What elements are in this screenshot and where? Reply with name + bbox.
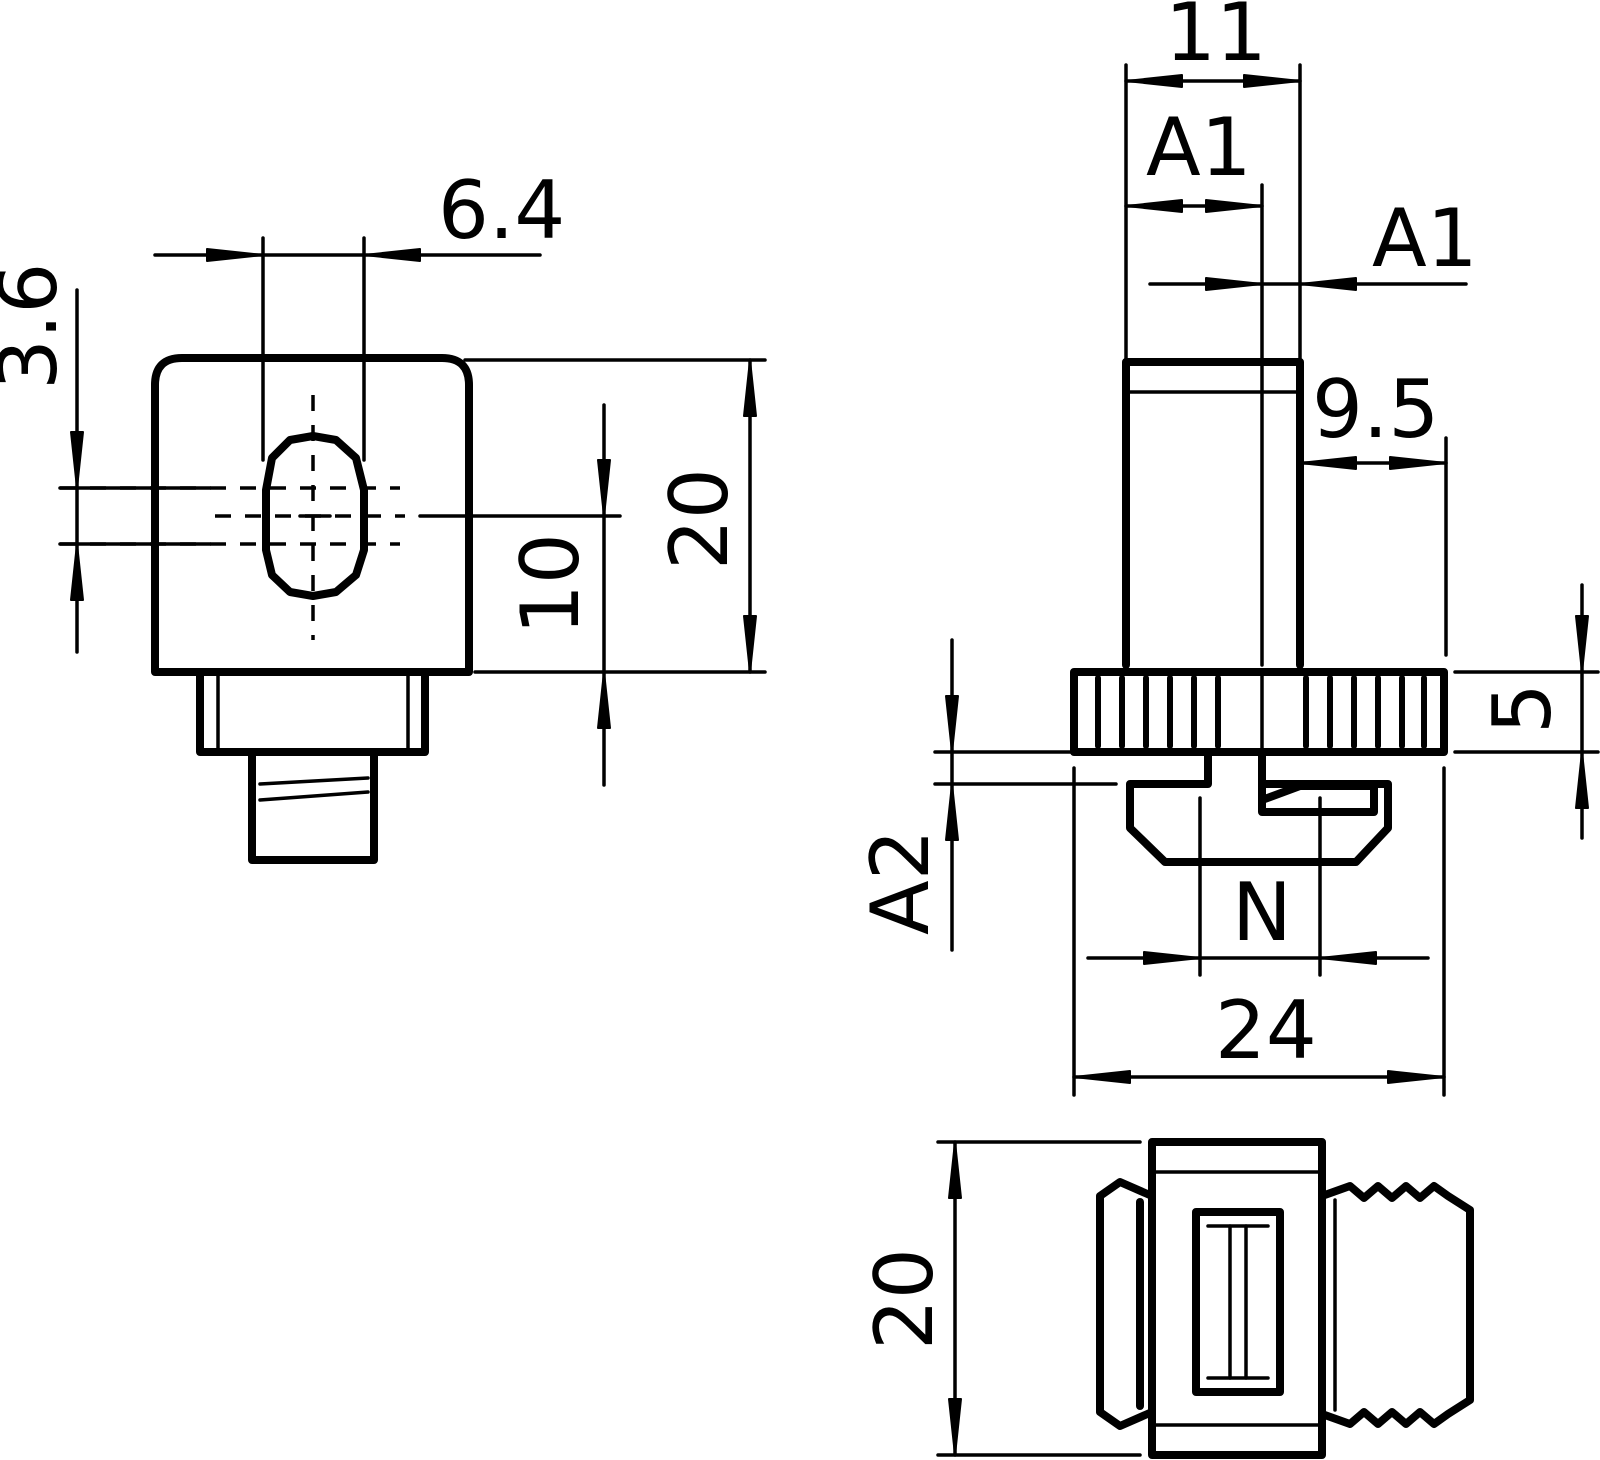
dim-a1-label: A1 [1146, 101, 1252, 194]
dim-n-label: N [1232, 866, 1292, 959]
dim-6.4-label: 6.4 [438, 164, 565, 257]
dim-9.5-arrow-right [1389, 456, 1447, 470]
dim-5-label: 5 [1476, 683, 1569, 734]
dim-n-arrow-right [1319, 951, 1377, 965]
dim-a1-arrow-right [1205, 199, 1263, 213]
dim-5-arrow-top [1575, 615, 1589, 673]
bottom-inner-slot [1192, 1208, 1284, 1396]
dim-11-arrow-left [1125, 74, 1183, 88]
front-thread-stub [248, 748, 378, 864]
front-view: 6.4 3.6 20 10 [0, 164, 767, 864]
knurl-lines [1095, 675, 1427, 749]
dim-20b-arrow-bottom [948, 1398, 962, 1456]
front-body-outline [151, 354, 473, 676]
dim-a1-right-arrow-left [1205, 277, 1263, 291]
dim-20b-arrow-top [948, 1141, 962, 1199]
dim-10-arrow-top [597, 459, 611, 517]
dim-a1-right-arrow-right [1299, 277, 1357, 291]
dim-20b-label: 20 [858, 1248, 951, 1350]
dim-a2-arrow-bottom [945, 783, 959, 841]
side-shaft-outline [1122, 358, 1304, 669]
front-slot-outline [262, 432, 368, 600]
dim-a1-arrow-left [1125, 199, 1183, 213]
side-view: 11 A1 A1 9.5 5 A2 N [854, 0, 1600, 1097]
dim-a1-right-label: A1 [1372, 192, 1478, 285]
front-lower-block [196, 668, 429, 756]
dim-10-arrow-bottom [597, 671, 611, 729]
dim-20-arrow-bottom [743, 615, 757, 673]
bottom-right-wing [1318, 1182, 1474, 1428]
dim-6.4-arrow-left [206, 248, 264, 262]
dim-20-arrow-top [743, 359, 757, 417]
dim-24-arrow-right [1387, 1070, 1445, 1084]
dim-3.6-arrow-bottom [70, 543, 84, 601]
dim-9.5-label: 9.5 [1312, 363, 1439, 456]
dim-a2-label: A2 [854, 829, 947, 935]
side-t-nut-inner [1258, 780, 1378, 816]
dim-11-label: 11 [1165, 0, 1267, 79]
bottom-view: 20 [858, 1138, 1474, 1459]
dim-24-arrow-left [1073, 1070, 1131, 1084]
dim-10-label: 10 [504, 533, 597, 635]
dim-20-label: 20 [653, 468, 746, 570]
dim-3.6-label: 3.6 [0, 263, 75, 390]
dim-a2-arrow-top [945, 695, 959, 753]
dim-6.4-arrow-right [363, 248, 421, 262]
dim-9.5-arrow-left [1299, 456, 1357, 470]
dim-11-arrow-right [1243, 74, 1301, 88]
side-knurled-nut [1070, 668, 1448, 756]
bottom-center-block [1148, 1138, 1326, 1459]
front-thread-stub-line [258, 776, 370, 802]
dim-24-label: 24 [1215, 984, 1317, 1077]
dim-n-arrow-left [1143, 951, 1201, 965]
bottom-left-wing [1096, 1178, 1156, 1430]
dim-3.6-arrow-top [70, 431, 84, 489]
dim-5-arrow-bottom [1575, 751, 1589, 809]
